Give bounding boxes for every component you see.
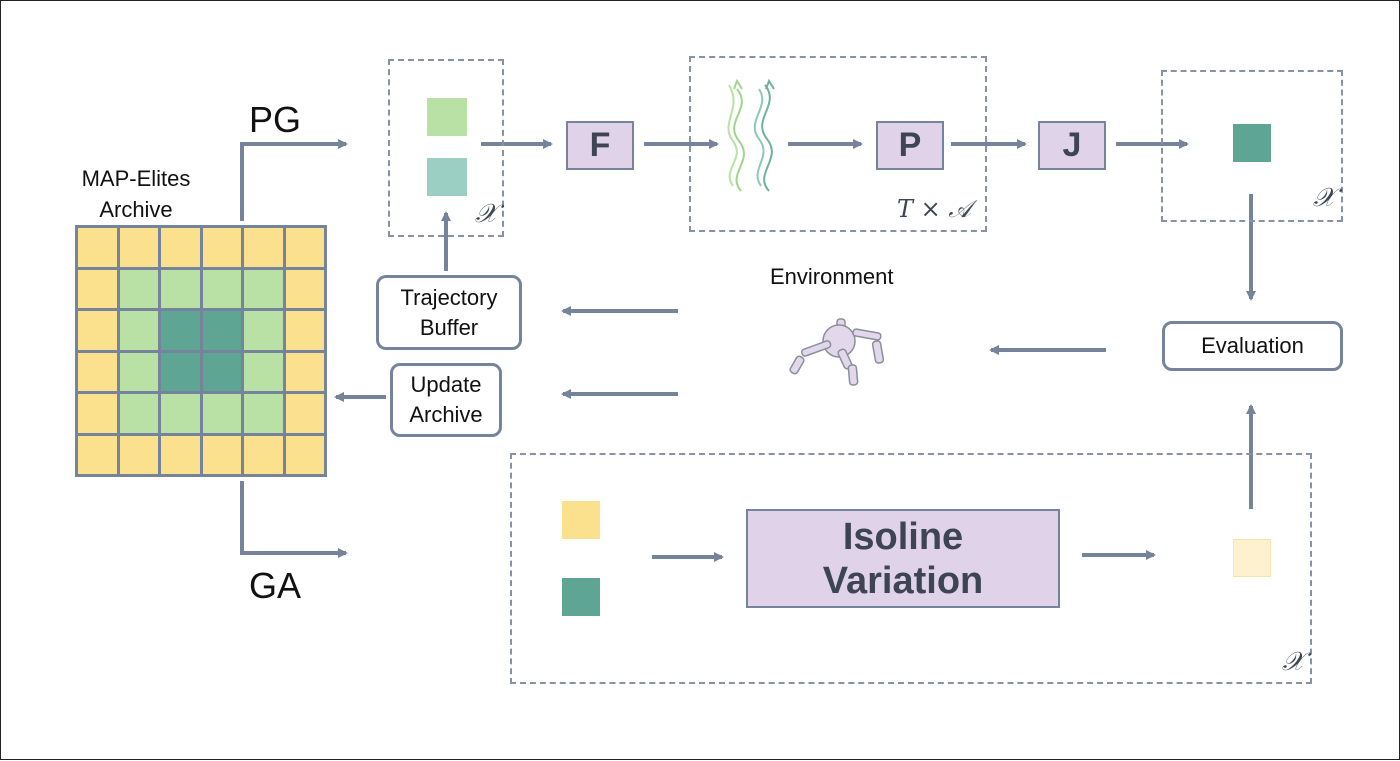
f-node: F: [566, 121, 634, 170]
archive-cell: [244, 435, 283, 474]
evaluation-box: Evaluation: [1162, 321, 1343, 371]
j-node: J: [1038, 121, 1106, 170]
archive-cell: [202, 352, 241, 391]
p-node: P: [876, 121, 944, 170]
archive-cell: [202, 311, 241, 350]
pg-output-box: [1161, 70, 1343, 222]
archive-title: MAP-Elites Archive: [51, 163, 221, 225]
archive-cell: [244, 269, 283, 308]
archive-cell: [119, 394, 158, 433]
pg-branch-arrow: [240, 139, 348, 221]
update-archive-line-2: Archive: [409, 402, 483, 427]
archive-cell: [78, 435, 117, 474]
environment-label: Environment: [770, 264, 894, 289]
archive-cell: [161, 394, 200, 433]
candidate-space-symbol: 𝒳: [475, 199, 498, 229]
output-space-symbol: 𝒳: [1313, 183, 1336, 213]
pg-candidates-box: [388, 59, 504, 237]
ga-branch-arrow: [240, 481, 348, 558]
trajectory-buffer-box: Trajectory Buffer: [376, 275, 522, 350]
archive-cell: [78, 394, 117, 433]
trajectory-buffer-line-1: Trajectory: [400, 284, 498, 310]
archive-cell: [119, 228, 158, 267]
isoline-variation-line-2: Variation: [822, 559, 984, 602]
trajectory-buffer-line-2: Buffer: [419, 314, 479, 340]
archive-cell: [78, 311, 117, 350]
offspring-square-pale-yellow: [1233, 539, 1271, 577]
isoline-variation-line-1: Isoline: [842, 515, 964, 558]
update-archive-box: Update Archive: [390, 363, 502, 437]
archive-cell: [78, 269, 117, 308]
archive-cell: [202, 269, 241, 308]
isoline-variation-node: Isoline Variation: [746, 509, 1060, 608]
archive-cell: [161, 311, 200, 350]
archive-cell: [285, 394, 324, 433]
archive-cell: [119, 435, 158, 474]
archive-cell: [244, 228, 283, 267]
archive-cell: [244, 394, 283, 433]
variation-space-symbol: 𝒳: [1282, 647, 1305, 677]
output-square-teal: [1233, 124, 1271, 162]
archive-cell: [202, 435, 241, 474]
archive-cell: [285, 228, 324, 267]
archive-cell: [78, 228, 117, 267]
archive-cell: [161, 269, 200, 308]
parent-square-yellow: [562, 501, 600, 539]
parent-square-teal: [562, 578, 600, 616]
trajectory-space-symbol: T × 𝒜: [897, 195, 972, 223]
archive-cell: [119, 352, 158, 391]
archive-title-line-1: MAP-Elites: [81, 166, 191, 191]
archive-cell: [285, 311, 324, 350]
archive-cell: [161, 435, 200, 474]
archive-cell: [285, 269, 324, 308]
ga-variation-box: [510, 453, 1312, 684]
archive-cell: [161, 352, 200, 391]
archive-cell: [285, 352, 324, 391]
archive-cell: [78, 352, 117, 391]
archive-cell: [202, 228, 241, 267]
candidate-square-green: [427, 98, 467, 136]
archive-title-line-2: Archive: [99, 197, 173, 222]
archive-cell: [244, 352, 283, 391]
robot-icon: [789, 318, 885, 386]
archive-cell: [285, 435, 324, 474]
pg-label: PG: [249, 99, 302, 140]
rollout-box: [689, 56, 987, 232]
update-archive-line-1: Update: [410, 372, 482, 397]
ga-label: GA: [249, 565, 302, 606]
archive-cell: [202, 394, 241, 433]
archive-cell: [119, 311, 158, 350]
archive-cell: [161, 228, 200, 267]
archive-cell: [244, 311, 283, 350]
rollout-trajectories-icon: [727, 78, 775, 192]
archive-cell: [119, 269, 158, 308]
candidate-square-teal: [427, 158, 467, 196]
map-elites-archive-grid: [75, 225, 327, 477]
